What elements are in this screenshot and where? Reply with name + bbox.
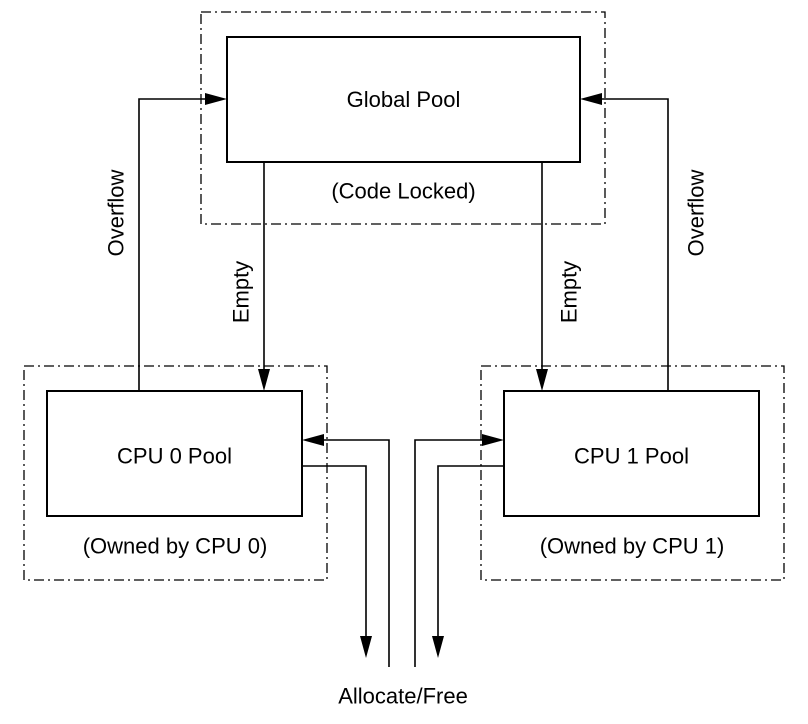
global-pool-box (226, 36, 581, 163)
empty-right-arrowhead (536, 369, 548, 391)
empty-left-label: Empty (229, 261, 254, 323)
cpu0-allocate-arrowhead (360, 636, 372, 658)
overflow-left-label: Overflow (104, 169, 129, 256)
empty-left-arrowhead (258, 369, 270, 391)
cpu0-free-arrowhead (302, 434, 324, 446)
overflow-left-arrowhead (205, 93, 227, 105)
overflow-right-arrowhead (580, 93, 602, 105)
overflow-left-arrow-line (138, 98, 206, 391)
cpu0-pool-region (23, 365, 328, 581)
cpu1-pool-label: CPU 1 Pool (574, 444, 689, 469)
empty-right-label: Empty (557, 261, 582, 323)
cpu1-pool-region (480, 365, 785, 581)
overflow-right-label: Overflow (684, 169, 709, 256)
global-pool-label: Global Pool (347, 87, 461, 112)
cpu0-allocate-line (302, 465, 367, 637)
global-pool-region (200, 11, 606, 225)
cpu0-free-line (323, 439, 390, 667)
cpu0-pool-label: CPU 0 Pool (117, 444, 232, 469)
global-pool-caption: (Code Locked) (331, 179, 475, 204)
cpu1-allocate-line (437, 465, 504, 637)
cpu1-pool-caption: (Owned by CPU 1) (540, 534, 725, 559)
cpu1-free-arrowhead (482, 434, 504, 446)
cpu1-allocate-arrowhead (432, 636, 444, 658)
cpu0-pool-box (46, 390, 303, 517)
cpu1-pool-box (503, 390, 760, 517)
cpu1-free-line (414, 439, 483, 667)
cpu0-pool-caption: (Owned by CPU 0) (83, 534, 268, 559)
allocate-free-label: Allocate/Free (338, 684, 468, 709)
overflow-right-arrow-line (601, 98, 669, 391)
